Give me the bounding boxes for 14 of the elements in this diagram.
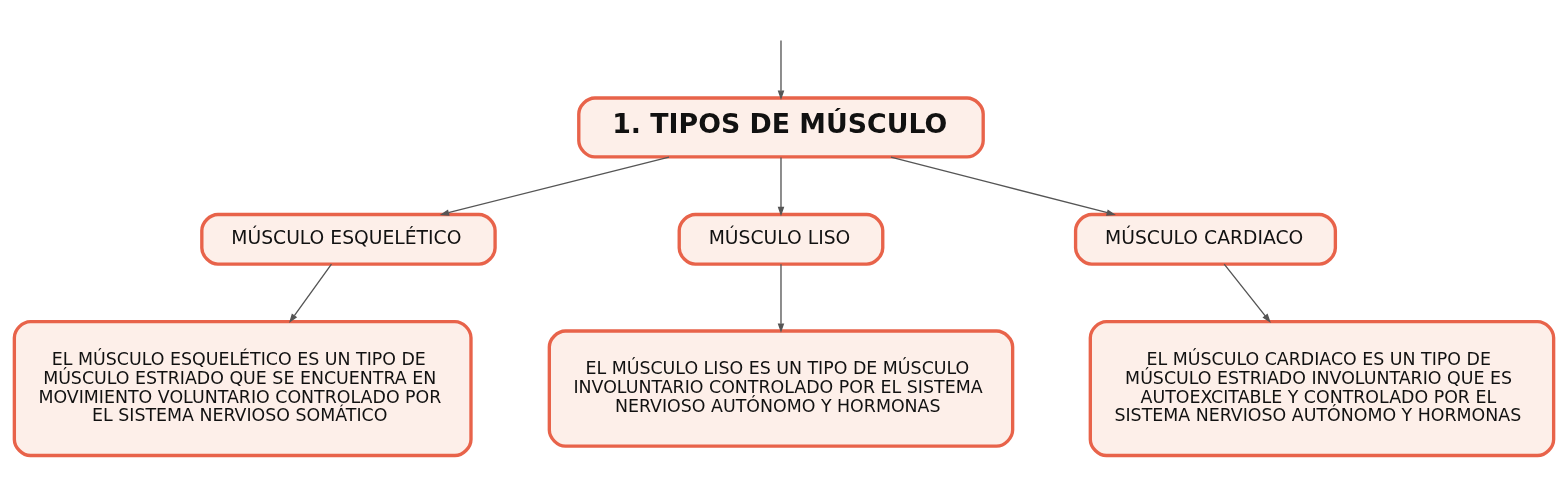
- arrow: [439, 155, 670, 216]
- node-box: MÚSCULO LISO: [677, 212, 884, 266]
- arrow: [777, 263, 784, 333]
- node-box: EL MÚSCULO LISO ES UN TIPO DE MÚSCULO INVOLUNTARIO CONTROLADO POR EL SISTEMA NERVIOSO AUTÓNOMO Y HORMONAS: [547, 328, 1014, 448]
- node-box: 1. TIPOS DE MÚSCULO: [576, 95, 985, 159]
- arrow: [1223, 263, 1271, 323]
- node-box: EL MÚSCULO CARDIACO ES UN TIPO DE MÚSCULO ESTRIADO INVOLUNTARIO QUE ES AUTOEXCITABLE Y CONTROLADO POR EL SISTEMA NERVIOSO AUTÓNOMO Y HORMONAS: [1088, 319, 1555, 457]
- node-box: MÚSCULO ESQUELÉTICO: [199, 212, 497, 266]
- node-box: EL MÚSCULO ESQUELÉTICO ES UN TIPO DE MÚSCULO ESTRIADO QUE SE ENCUENTRA EN MOVIMIENTO VOLUNTARIO CONTROLADO POR EL SISTEMA NERVIOSO SOMÁTICO: [12, 319, 473, 457]
- arrow: [777, 156, 784, 216]
- node-box: MÚSCULO CARDIACO: [1073, 212, 1337, 266]
- arrow: [288, 263, 332, 323]
- arrow: [777, 39, 784, 100]
- arrow: [889, 155, 1116, 216]
